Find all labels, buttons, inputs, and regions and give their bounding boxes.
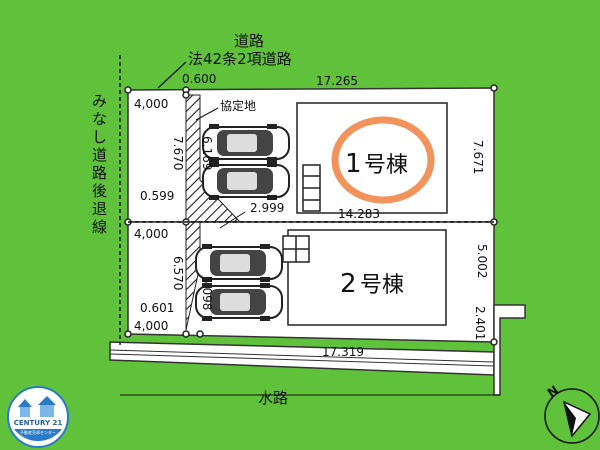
road-label: 道路 [234,32,264,50]
agreement-leader [195,107,219,121]
building-2-outline [287,229,447,326]
road-strip [109,304,526,396]
diag-2999-leader [219,211,246,229]
svg-text:み: み [92,92,107,110]
dim-v-6570: 6.570 [171,256,185,290]
setback-lines [119,55,494,345]
dim-v-6169: 6.169 [200,136,214,170]
svg-text:号棟: 号棟 [360,273,404,298]
stairs-2 [282,235,310,263]
svg-text:し: し [92,128,107,146]
north-arrow: N [544,383,600,444]
dim-left-4000-c: 4,000 [134,319,168,333]
dim-left-0599: 0.599 [140,189,174,203]
dim-left-4000-b: 4,000 [134,227,168,241]
dim-v-7670: 7.670 [171,136,185,170]
dim-left-4000-a: 4,000 [134,97,168,111]
dim-right-7671: 7.671 [471,140,485,174]
building-2-label: 2 号棟 [340,269,404,299]
car-1 [202,123,290,163]
dim-diag-2999: 2.999 [250,201,284,215]
dim-mid-14283: 14.283 [338,207,380,221]
svg-text:退: 退 [92,200,107,218]
dim-left-0601: 0.601 [140,301,174,315]
setback-vertical-label: み な し 道 路 後 退 線 [92,92,107,236]
svg-text:後: 後 [92,182,107,200]
svg-text:道: 道 [92,146,107,164]
dim-right-2401: 2.401 [473,306,487,340]
logo-sub: 不動産売却センター [20,429,56,435]
car-2 [202,161,290,201]
building-1-highlight [331,116,435,204]
dim-top-17265: 17.265 [316,74,358,88]
dim-v-5098: 5.098 [200,276,214,310]
stairs-1 [302,164,321,212]
svg-text:号棟: 号棟 [364,153,408,178]
waterway-label: 水路 [258,389,288,407]
dim-bottom-17319: 17.319 [322,345,364,359]
svg-text:1: 1 [345,149,362,179]
agreement-land-label: 協定地 [220,98,256,113]
dim-top-0600: 0.600 [182,72,216,86]
svg-text:路: 路 [92,164,107,182]
dim-right-5002: 5.002 [475,244,489,278]
road-leader [157,61,187,89]
svg-text:2: 2 [340,269,357,299]
logo-brand: CENTURY 21 [14,419,63,427]
building-1-label: 1 号棟 [345,149,408,179]
svg-text:な: な [92,110,107,128]
road-type-label: 法42条2項道路 [188,50,292,68]
company-logo: CENTURY 21 不動産売却センター [7,386,69,448]
svg-text:線: 線 [92,218,107,236]
